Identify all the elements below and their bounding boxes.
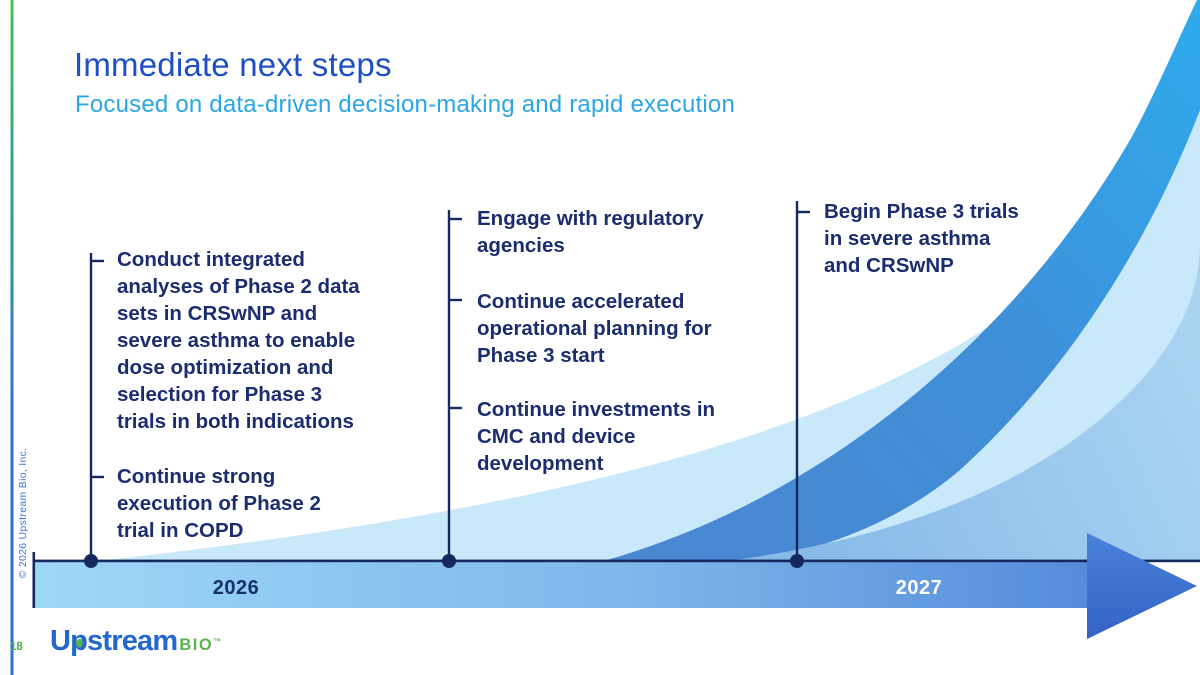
logo-trademark: ™ — [213, 637, 222, 646]
page-number: 18 — [10, 641, 23, 653]
bullet-item: Continue investments in CMC and device d… — [477, 398, 716, 475]
marker-dot — [84, 554, 98, 568]
marker-dot — [790, 554, 804, 568]
timeline-arrowhead — [1087, 533, 1197, 639]
swoosh-soft-layer — [720, 240, 1200, 562]
year-label-2027: 2027 — [895, 577, 943, 599]
marker-dot — [442, 554, 456, 568]
slide-subtitle: Focused on data-driven decision-making a… — [75, 91, 735, 118]
copyright-text: © 2026 Upstream Bio, Inc. — [17, 447, 29, 579]
bullet-item: Continue strong execution of Phase 2 tri… — [117, 465, 321, 542]
bullet-item: Engage with regulatory agencies — [477, 207, 704, 257]
timeline-band — [35, 562, 1087, 608]
logo-bio: BIO — [179, 636, 214, 655]
brand-accent-bar — [10, 0, 14, 675]
year-label-2026: 2026 — [212, 577, 260, 599]
bullet-item: Continue accelerated operational plannin… — [477, 290, 712, 367]
slide-title: Immediate next steps — [74, 46, 392, 83]
timeline-axis — [34, 559, 1200, 563]
logo-dot-icon — [75, 639, 85, 649]
logo-wordmark: Upstream — [50, 625, 178, 658]
timeline-start-cap — [32, 552, 36, 608]
bullet-item: Conduct integrated analyses of Phase 2 d… — [117, 248, 360, 433]
swoosh-bright-layer — [600, 0, 1200, 562]
bullet-item: Begin Phase 3 trials in severe asthma an… — [824, 200, 1019, 277]
connector-lines — [89, 201, 810, 561]
